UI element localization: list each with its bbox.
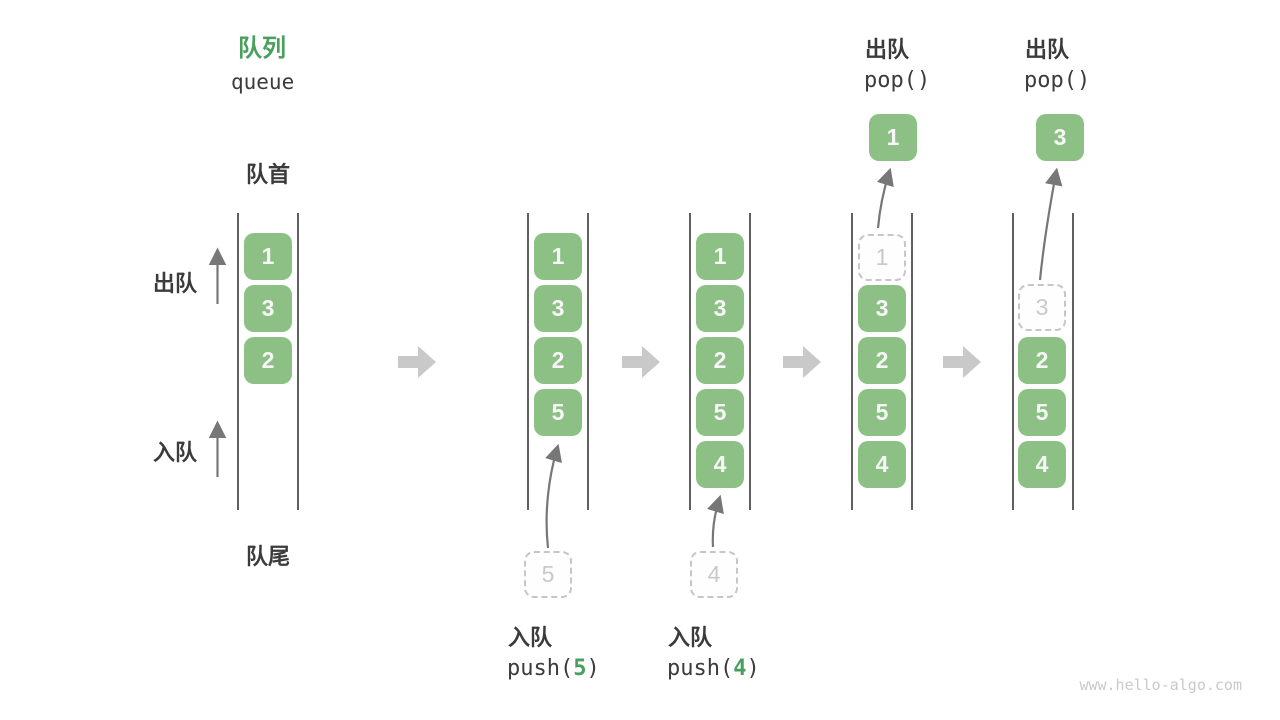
queue-item: 5	[696, 389, 744, 436]
push4-code-label: push(4)	[667, 656, 760, 681]
popped-item-ghost: 3	[1018, 284, 1066, 331]
popped-item: 1	[869, 114, 917, 161]
state-flow-arrow-2-icon	[622, 346, 660, 378]
queue-item: 2	[696, 337, 744, 384]
pop-code-label: pop()	[1024, 68, 1091, 93]
diagram-title-zh: 队列	[238, 35, 286, 62]
popped-item-ghost: 1	[858, 234, 906, 281]
queue-channel-4	[851, 213, 913, 510]
queue-item: 5	[1018, 389, 1066, 436]
code-prefix: push(	[507, 656, 574, 681]
code-suffix: )	[586, 656, 600, 681]
queue-item: 5	[858, 389, 906, 436]
queue-item: 5	[534, 389, 582, 436]
queue-item: 4	[1018, 441, 1066, 488]
code-suffix: )	[746, 656, 760, 681]
queue-item: 3	[534, 285, 582, 332]
queue-channel-3	[689, 213, 751, 510]
dequeue-side-label: 出队	[153, 271, 198, 296]
dequeue-op-label: 出队	[865, 37, 910, 62]
queue-channel-2	[527, 213, 589, 510]
enqueue-op-label: 入队	[668, 625, 713, 650]
push5-code-label: push(5)	[507, 656, 600, 681]
queue-item: 2	[858, 337, 906, 384]
queue-channel-1	[237, 213, 299, 510]
code-arg: 4	[733, 656, 747, 681]
diagram-title-en: queue	[231, 70, 295, 94]
queue-item: 2	[534, 337, 582, 384]
popped-item: 3	[1036, 114, 1084, 161]
queue-item: 2	[244, 337, 292, 384]
queue-item: 1	[696, 233, 744, 280]
queue-item: 4	[858, 441, 906, 488]
queue-item: 3	[858, 285, 906, 332]
queue-item: 2	[1018, 337, 1066, 384]
incoming-item-ghost: 4	[690, 551, 738, 598]
state-flow-arrow-1-icon	[398, 346, 436, 378]
queue-item: 3	[244, 285, 292, 332]
pop-code-label: pop()	[864, 68, 931, 93]
dequeue-op-label: 出队	[1025, 37, 1070, 62]
incoming-item-ghost: 5	[524, 551, 572, 598]
queue-front-label: 队首	[246, 162, 291, 187]
site-watermark: www.hello-algo.com	[1079, 676, 1242, 694]
state-flow-arrow-3-icon	[783, 346, 821, 378]
queue-item: 1	[534, 233, 582, 280]
queue-item: 1	[244, 233, 292, 280]
queue-item: 3	[696, 285, 744, 332]
queue-channel-5	[1012, 213, 1074, 510]
enqueue-op-label: 入队	[508, 625, 553, 650]
queue-item: 4	[696, 441, 744, 488]
code-prefix: push(	[667, 656, 734, 681]
queue-rear-label: 队尾	[246, 544, 291, 569]
enqueue-side-label: 入队	[153, 440, 198, 465]
state-flow-arrow-4-icon	[943, 346, 981, 378]
code-arg: 5	[573, 656, 587, 681]
